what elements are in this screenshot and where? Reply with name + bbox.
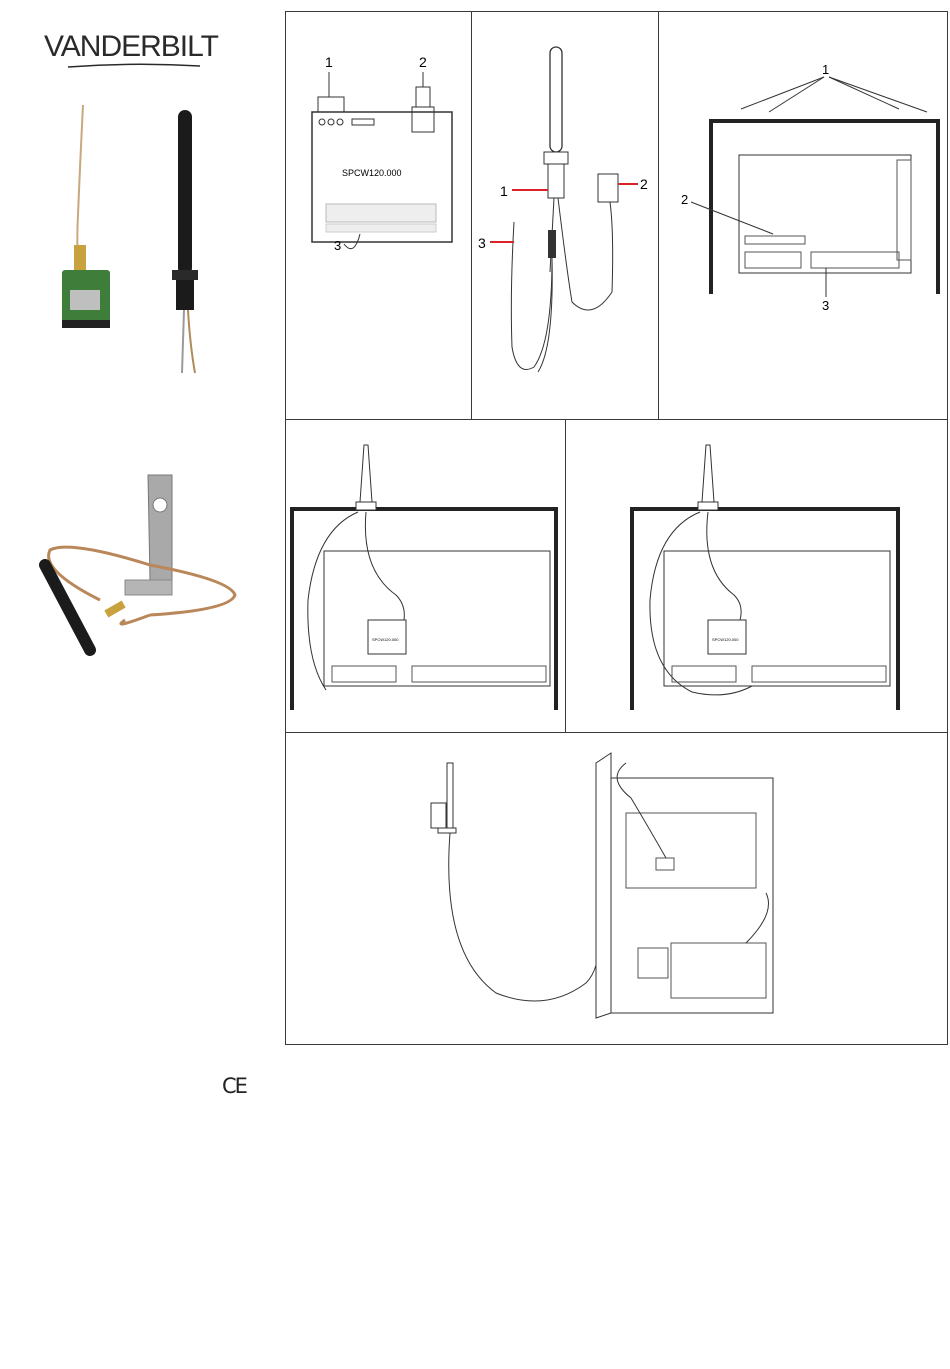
right-module-label: SPCW120.000 xyxy=(712,637,739,642)
ce-mark: CE xyxy=(222,1074,246,1098)
panel-module-diagram: 1 2 SPCW120.000 3 xyxy=(286,12,471,419)
enclosure-callout-2: 2 xyxy=(681,192,688,207)
left-module-label: SPCW120.000 xyxy=(372,637,399,642)
callout-1: 1 xyxy=(325,54,333,70)
panel-antenna-diagram: 1 2 3 xyxy=(472,12,658,419)
panel-enclosure-callouts: 1 2 3 xyxy=(659,12,947,419)
brand-logo: VANDERBILT xyxy=(44,30,218,64)
panel-remote-antenna-cabinet xyxy=(286,733,947,1044)
callout-3: 3 xyxy=(334,238,341,253)
antenna-callout-1: 1 xyxy=(500,183,508,199)
callout-2: 2 xyxy=(419,54,427,70)
product-photo-module-antenna xyxy=(50,105,260,380)
product-photo-bracket-antenna xyxy=(30,470,260,660)
panel-installation-right: SPCW120.000 xyxy=(566,420,947,732)
enclosure-callout-3: 3 xyxy=(822,298,829,313)
panel-installation-left: SPCW120.000 xyxy=(286,420,565,732)
enclosure-callout-1: 1 xyxy=(822,62,829,77)
module-label: SPCW120.000 xyxy=(342,168,402,178)
antenna-callout-3: 3 xyxy=(478,235,486,251)
antenna-callout-2: 2 xyxy=(640,176,648,192)
logo-swoosh-icon xyxy=(68,63,200,69)
